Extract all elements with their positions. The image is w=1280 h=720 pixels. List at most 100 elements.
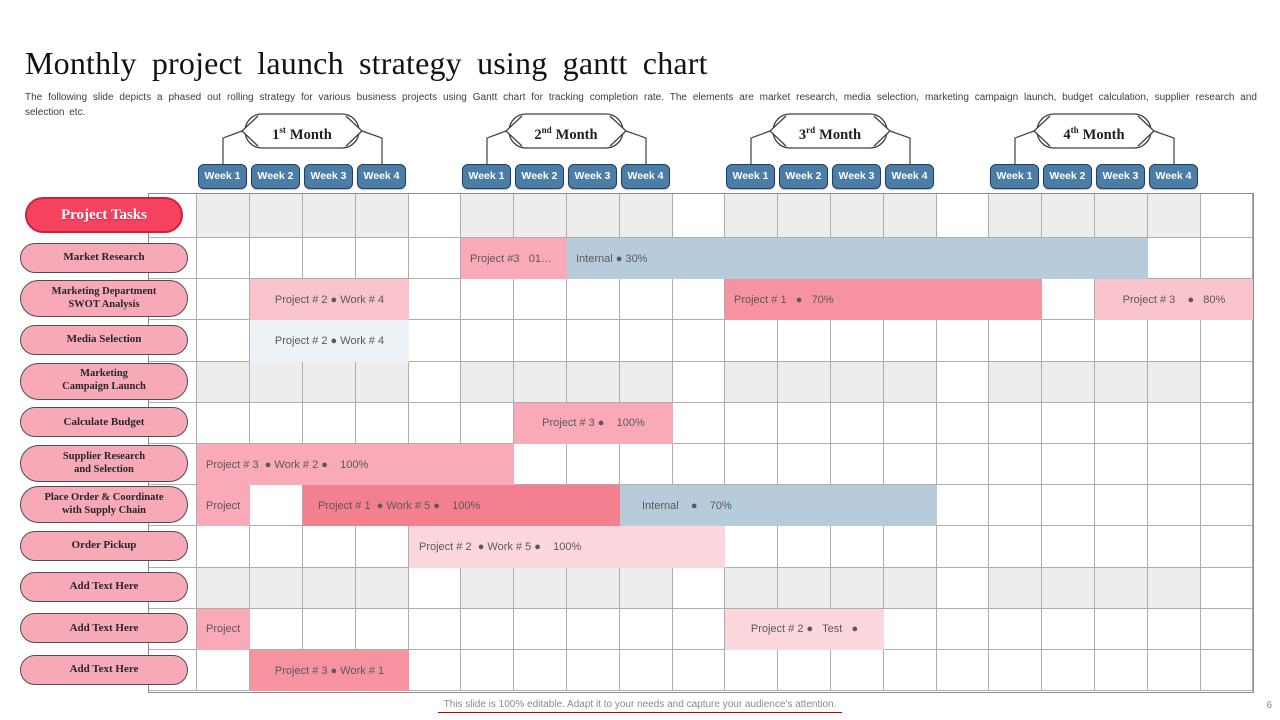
gantt-row: [149, 567, 1253, 609]
week-header-m2-w2: Week 2: [515, 164, 564, 189]
grid-cell: [673, 567, 725, 609]
grid-cell: [1148, 402, 1201, 444]
grid-cell: [989, 402, 1042, 444]
grid-cell: [884, 608, 937, 650]
grid-cell: [1201, 194, 1253, 238]
gantt-bar: Project # 2 ● Work # 5 ● 100%: [409, 526, 725, 568]
grid-cell: [725, 444, 778, 486]
grid-cell: [778, 650, 831, 692]
grid-cell: [461, 320, 514, 362]
grid-cell: [1148, 444, 1201, 486]
grid-cell: [409, 650, 461, 692]
grid-cell: [303, 402, 356, 444]
grid-cell: [989, 526, 1042, 568]
gantt-bar: Project # 1 ● Work # 5 ● 100%: [303, 485, 620, 527]
grid-cell: [831, 650, 884, 692]
grid-cell: [303, 361, 356, 403]
grid-cell: [1042, 361, 1095, 403]
grid-cell: [197, 194, 250, 238]
grid-cell: [1042, 608, 1095, 650]
grid-cell: [1042, 650, 1095, 692]
grid-cell: [831, 567, 884, 609]
gantt-bar: Project # 1 ● 70%: [725, 279, 1042, 321]
week-header-m3-w1: Week 1: [726, 164, 775, 189]
grid-cell: [1042, 194, 1095, 238]
grid-cell: [1148, 485, 1201, 527]
grid-cell: [1042, 526, 1095, 568]
grid-cell: [567, 194, 620, 238]
grid-cell: [778, 194, 831, 238]
gantt-row: Project # 3 ● Work # 1: [149, 650, 1253, 692]
task-pill: Add Text Here: [20, 613, 188, 644]
footer-note-text: This slide is 100% editable. Adapt it to…: [437, 699, 843, 713]
grid-cell: [250, 608, 303, 650]
grid-cell: [356, 194, 409, 238]
grid-cell: [1095, 444, 1148, 486]
grid-cell: [831, 526, 884, 568]
grid-cell: [725, 567, 778, 609]
grid-cell: [937, 361, 989, 403]
grid-cell: [461, 567, 514, 609]
gantt-bar: Project: [197, 608, 250, 650]
grid-cell: [514, 361, 567, 403]
grid-cell: [989, 194, 1042, 238]
grid-cell: [725, 650, 778, 692]
gantt-row: Project # 3 ● 100%: [149, 402, 1253, 444]
grid-cell: [778, 526, 831, 568]
grid-cell: [937, 526, 989, 568]
grid-cell: [831, 444, 884, 486]
grid-cell: [197, 238, 250, 280]
grid-cell: [1148, 320, 1201, 362]
grid-cell: [514, 650, 567, 692]
grid-cell: [250, 238, 303, 280]
grid-cell: [831, 194, 884, 238]
gantt-row: Project # 2 ● Work # 5 ● 100%: [149, 526, 1253, 568]
grid-cell: [673, 320, 725, 362]
grid-cell: [937, 402, 989, 444]
gantt-row: Project Project # 2 ● Test ●: [149, 608, 1253, 650]
grid-cell: [197, 402, 250, 444]
grid-cell: [409, 567, 461, 609]
grid-cell: [1201, 567, 1253, 609]
grid-cell: [884, 526, 937, 568]
grid-cell: [725, 194, 778, 238]
gantt-row: [149, 194, 1253, 238]
task-pill: Add Text Here: [20, 654, 188, 685]
grid-cell: [1042, 279, 1095, 321]
grid-cell: [620, 608, 673, 650]
gantt-bar: Project # 2 ● Test ●: [725, 608, 884, 650]
grid-cell: [937, 320, 989, 362]
grid-cell: [725, 320, 778, 362]
grid-cell: [197, 361, 250, 403]
week-header-m3-w3: Week 3: [832, 164, 881, 189]
grid-cell: [250, 402, 303, 444]
month-bracket-shape: [750, 113, 911, 165]
grid-cell: [1148, 526, 1201, 568]
task-pill: Media Selection: [20, 325, 188, 355]
grid-cell: [937, 444, 989, 486]
grid-cell: [303, 608, 356, 650]
grid-cell: [303, 526, 356, 568]
task-pill: Market Research: [20, 242, 188, 273]
gantt-bar: Project # 3 ● Work # 1: [250, 650, 409, 692]
grid-cell: [514, 279, 567, 321]
grid-cell: [989, 320, 1042, 362]
grid-cell: [1042, 567, 1095, 609]
gantt-bar: Project # 3 ● 100%: [514, 402, 673, 444]
grid-cell: [1201, 444, 1253, 486]
grid-cell: [567, 444, 620, 486]
grid-cell: [1201, 402, 1253, 444]
week-header-m4-w2: Week 2: [1043, 164, 1092, 189]
footer-note: This slide is 100% editable. Adapt it to…: [0, 699, 1280, 713]
slide-description: The following slide depicts a phased out…: [25, 92, 1257, 118]
grid-cell: [673, 361, 725, 403]
grid-cell: [989, 444, 1042, 486]
week-header-m1-w3: Week 3: [304, 164, 353, 189]
grid-cell: [197, 567, 250, 609]
grid-cell: [461, 361, 514, 403]
grid-cell: [673, 279, 725, 321]
grid-cell: [620, 194, 673, 238]
